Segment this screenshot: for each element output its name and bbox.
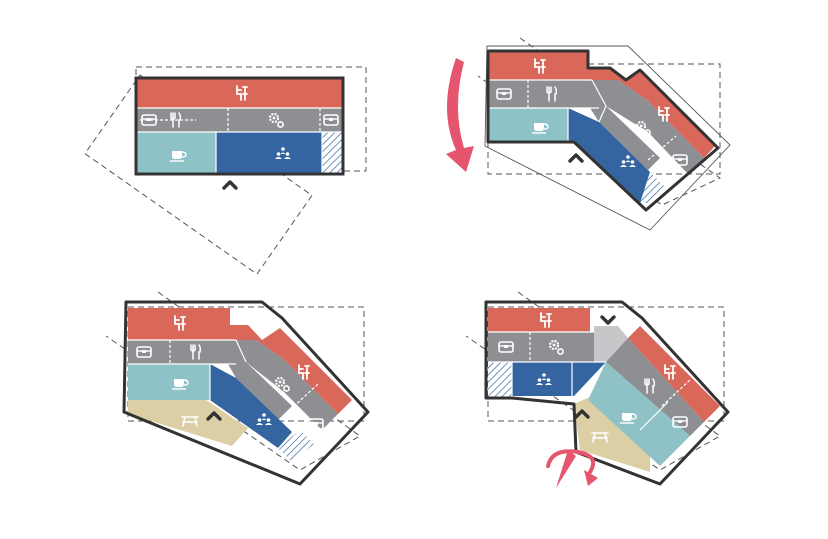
step-4-kitchen-right [628, 326, 720, 422]
step-2-service-zone [488, 80, 660, 170]
step-2-service-right [592, 80, 704, 174]
step-1-diagram [84, 66, 367, 275]
step-3-service-zone [128, 340, 292, 420]
step-2-diagram [446, 37, 731, 231]
step-3-outdoor-zone [128, 400, 248, 446]
step-3-hatched-zone [278, 430, 314, 462]
step-4-cafe-zone [588, 362, 690, 466]
rotate-arrow-icon [546, 449, 598, 488]
step-4-service-zone [488, 332, 594, 362]
step-2-hatched-zone [640, 172, 666, 203]
step-2-building-outline [486, 49, 720, 212]
step-4-service-right [606, 338, 704, 436]
step-2-meeting-zone [568, 108, 650, 203]
step-1-hatched-zone [322, 132, 343, 174]
step-1-kitchen-zone [136, 78, 343, 108]
step-4-building-outline [484, 300, 730, 486]
step-4-outdoor-zone [574, 396, 650, 472]
step-2-cafe-zone [488, 108, 568, 142]
step-2-site-boundary [487, 63, 721, 175]
step-1-meeting-zone [216, 132, 322, 174]
entrance-chevron-icon [222, 180, 238, 190]
step-4-kitchen-zone [488, 308, 590, 332]
step-3-cafe-zone [128, 364, 210, 400]
step-2-kitchen-zone [488, 51, 715, 158]
step-1-building-outline [134, 76, 345, 176]
step-4-diagram [465, 291, 730, 488]
step-4-light-grey-zone [594, 326, 628, 362]
step-3-meeting-zone [210, 364, 292, 448]
entrance-chevron-icon [600, 315, 616, 325]
step-4-meeting-zone [512, 362, 606, 396]
entrance-chevron-icon [568, 153, 584, 163]
step-4-hatched-zone [488, 362, 512, 398]
rotate-arrow-icon [446, 58, 474, 172]
step-3-diagram [105, 291, 370, 486]
step-3-service-right [236, 340, 338, 430]
step-3-kitchen-zone [128, 308, 352, 414]
step-2-thin-site-outline [484, 45, 731, 231]
step-3-building-outline [122, 300, 370, 486]
